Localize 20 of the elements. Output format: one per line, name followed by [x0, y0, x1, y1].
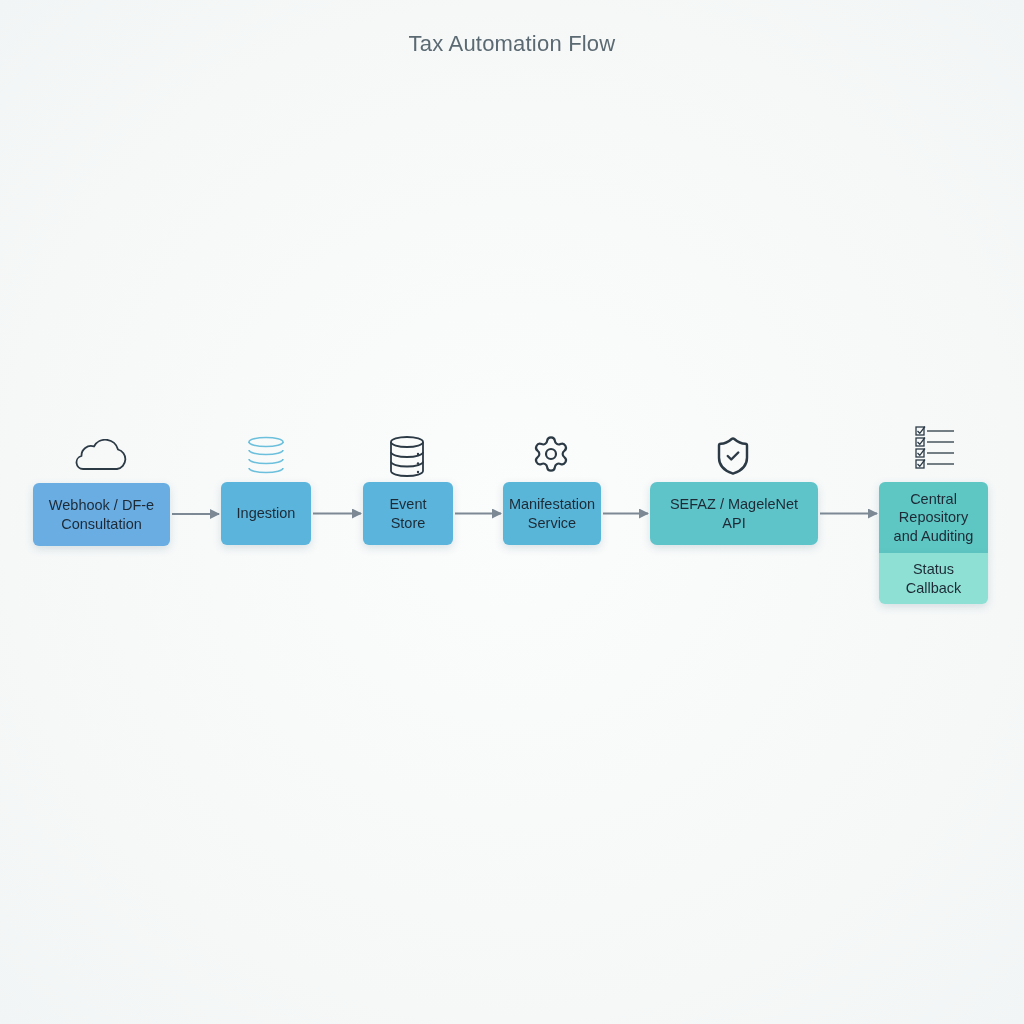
process-box	[879, 553, 988, 604]
process-box	[650, 482, 818, 545]
node-label: Status Callback	[904, 560, 963, 597]
process-box	[879, 482, 988, 553]
node-label: Ingestion	[236, 504, 296, 523]
arrow	[454, 508, 502, 519]
arrow	[602, 508, 649, 519]
node-label: Event Store	[388, 495, 428, 532]
process-box	[221, 482, 311, 545]
process-box	[503, 482, 601, 545]
node-label: Webhook / DF-e Consultation	[47, 496, 156, 533]
diagram-title: Tax Automation Flow	[407, 31, 617, 57]
process-box	[363, 482, 453, 545]
arrow	[171, 509, 220, 519]
node-label: Central Repository and Auditing	[892, 489, 975, 546]
node-label: Manifestation Service	[507, 495, 597, 532]
arrow	[312, 508, 362, 519]
process-box	[33, 483, 170, 546]
node-label: SEFAZ / MageleNet API	[668, 495, 800, 532]
arrow	[819, 508, 878, 519]
